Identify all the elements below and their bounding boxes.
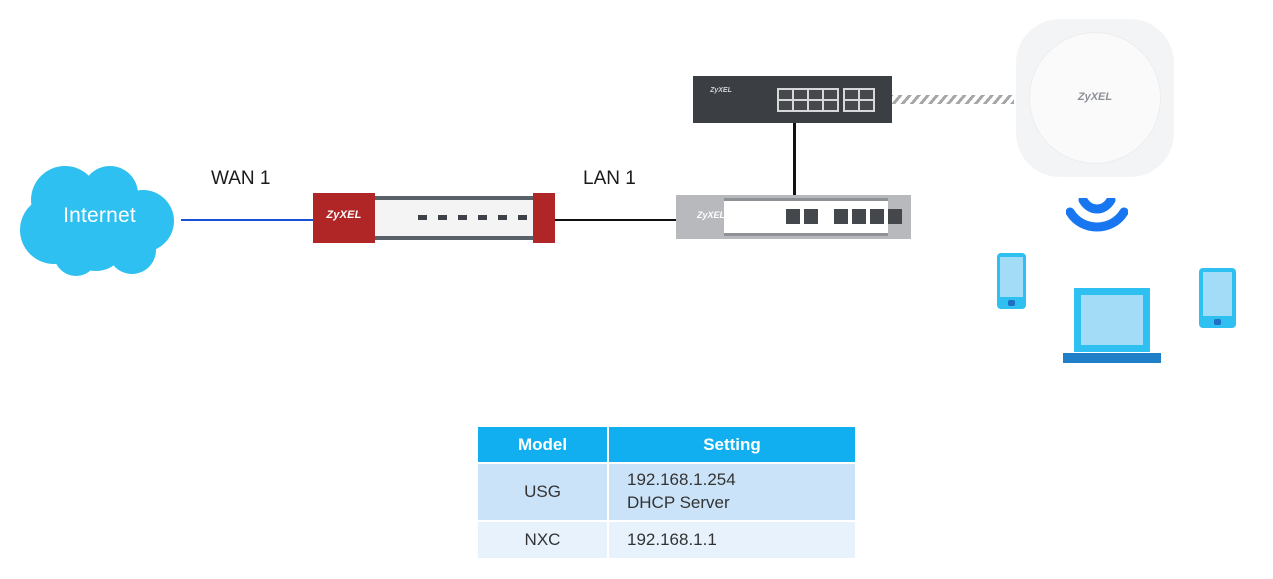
usg-led <box>438 215 447 220</box>
nxc-port <box>834 209 848 224</box>
nxc-port <box>852 209 866 224</box>
usg-left-bezel <box>313 193 375 243</box>
switch-ap-wireless-link-line <box>892 95 1014 104</box>
laptop-lid <box>1074 288 1150 352</box>
internet-cloud: Internet <box>18 158 181 276</box>
smartphone-screen <box>1000 257 1023 297</box>
cell-model-nxc: NXC <box>478 520 609 558</box>
nxc-controller-device: ZyXEL <box>676 195 911 239</box>
setting-dhcp-mode: DHCP Server <box>627 493 730 512</box>
access-point-ring <box>1029 32 1161 164</box>
usg-led <box>518 215 527 220</box>
switch-port <box>845 90 858 99</box>
client-smartphone <box>997 253 1026 309</box>
usg-led <box>458 215 467 220</box>
nxc-port <box>888 209 902 224</box>
setting-ip-address: 192.168.1.1 <box>627 529 717 549</box>
nxc-switch-link-line <box>793 123 796 200</box>
internet-label: Internet <box>63 204 136 227</box>
wifi-icon <box>1065 195 1129 232</box>
usg-led <box>418 215 427 220</box>
lan-link-label: LAN 1 <box>583 168 636 189</box>
column-header-setting: Setting <box>608 427 855 463</box>
switch-port-block-small <box>843 88 875 112</box>
switch-port <box>860 90 873 99</box>
cell-setting-usg: 192.168.1.254 DHCP Server <box>608 462 855 521</box>
switch-port <box>860 101 873 110</box>
table-header-row: Model Setting <box>478 427 855 463</box>
switch-port <box>824 90 837 99</box>
table-row: NXC 192.168.1.1 <box>478 520 855 558</box>
wan-link-label: WAN 1 <box>211 168 271 189</box>
cell-setting-nxc: 192.168.1.1 <box>608 520 855 558</box>
switch-port <box>779 101 792 110</box>
usg-led <box>478 215 487 220</box>
settings-table: Model Setting USG 192.168.1.254 DHCP Ser… <box>478 427 855 558</box>
wan-link-line <box>181 219 313 221</box>
laptop-base <box>1063 353 1161 363</box>
access-point-brand-label: ZyXEL <box>1077 91 1113 103</box>
switch-port <box>794 90 807 99</box>
tablet-home-button <box>1214 319 1221 325</box>
table-row: USG 192.168.1.254 DHCP Server <box>478 462 855 521</box>
lan-link-line <box>555 219 680 221</box>
usg-led <box>498 215 507 220</box>
switch-brand-label: ZyXEL <box>710 87 732 94</box>
cell-model-usg: USG <box>478 462 609 521</box>
switch-port <box>845 101 858 110</box>
setting-ip-address: 192.168.1.254 <box>627 470 736 490</box>
nxc-brand-label: ZyXEL <box>696 210 725 220</box>
switch-port <box>809 101 822 110</box>
cloud-icon <box>20 166 174 276</box>
switch-port <box>809 90 822 99</box>
column-header-model: Model <box>478 427 609 463</box>
usg-brand-label: ZyXEL <box>326 209 362 221</box>
smartphone-home-button <box>1008 300 1015 306</box>
switch-port <box>794 101 807 110</box>
nxc-port-row <box>786 209 902 224</box>
nxc-port <box>804 209 818 224</box>
switch-port <box>824 101 837 110</box>
laptop-screen <box>1081 295 1143 345</box>
client-laptop <box>1063 288 1161 366</box>
usg-firewall-device: ZyXEL <box>313 193 555 243</box>
nxc-port <box>786 209 800 224</box>
usg-led-row <box>418 215 527 220</box>
switch-port <box>779 90 792 99</box>
usg-right-bezel <box>533 193 555 243</box>
ethernet-switch-device: ZyXEL <box>693 76 892 123</box>
tablet-screen <box>1203 272 1232 316</box>
nxc-port <box>870 209 884 224</box>
wifi-arcs-icon <box>1065 195 1129 232</box>
switch-port-block-large <box>777 88 839 112</box>
client-tablet <box>1199 268 1236 328</box>
wireless-access-point-device: ZyXEL <box>1016 19 1174 177</box>
